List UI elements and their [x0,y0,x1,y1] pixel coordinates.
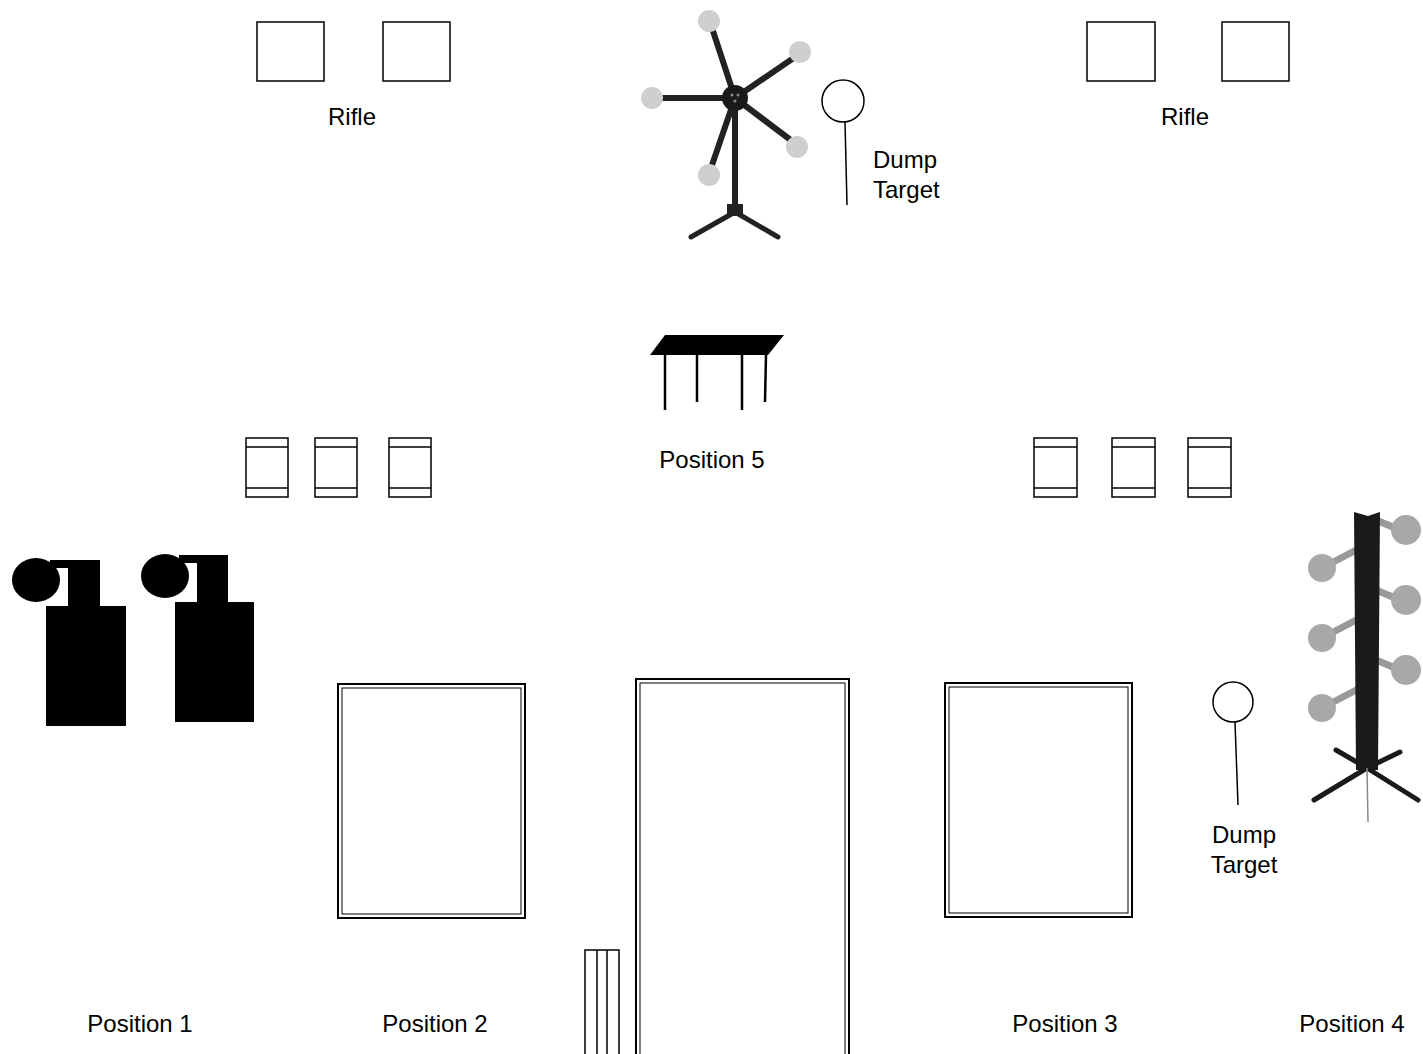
spinner-target [641,10,811,237]
target-label: Rifle [1161,102,1209,132]
barrels [246,438,1231,497]
position-label: Position 1 [87,1009,192,1039]
silhouette-targets [12,554,254,726]
position-label: Position 3 [1012,1009,1117,1039]
target-label: Dump Target [1199,820,1289,880]
target-label: Rifle [328,102,376,132]
plate-tree [1308,512,1421,822]
position-label: Position 4 [1299,1009,1404,1039]
position-label: Position 2 [382,1009,487,1039]
position-label: Position 5 [659,445,764,475]
dump-target-symbol [822,80,1253,805]
target-label: Dump Target [873,145,963,205]
shooting-table [650,335,784,410]
walls [338,679,1132,1054]
